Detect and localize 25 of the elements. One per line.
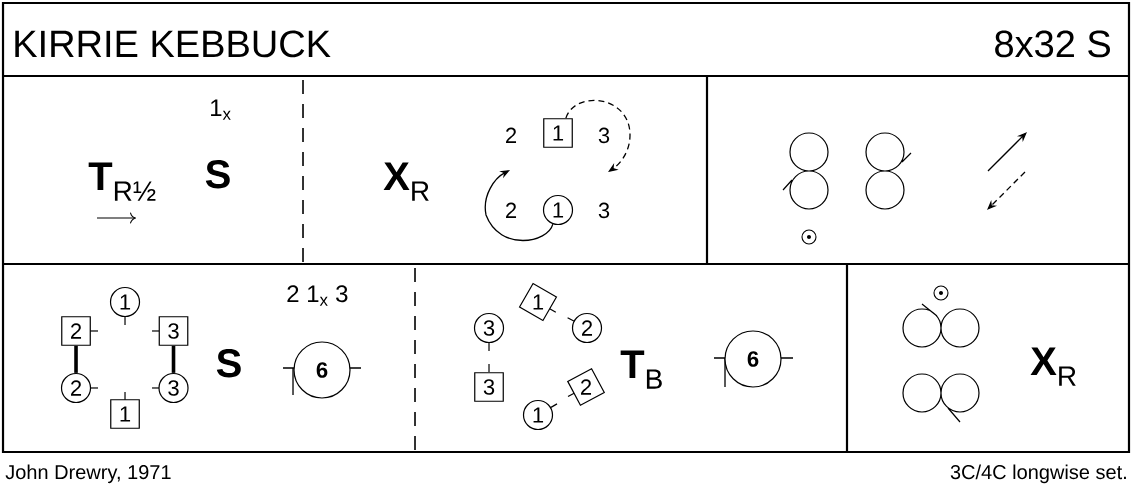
curved-arrow <box>484 170 554 242</box>
hand-line <box>74 345 78 373</box>
set-note: 3C/4C longwise set. <box>950 464 1126 484</box>
dancer-number: 2 <box>506 202 516 218</box>
dancer-box: 1 <box>110 399 140 429</box>
dancer-box: 2 <box>61 316 91 346</box>
figure-notation: S <box>205 160 230 189</box>
dancer-box: 3 <box>158 316 189 346</box>
figure-notation: T$_{R½}$ <box>88 162 156 201</box>
dancer-number: 3 <box>598 127 610 144</box>
dancer-box: 3 <box>474 372 504 402</box>
author-credit: John Drewry, 1971 <box>5 464 171 484</box>
figure-notation: X$_{R}$ <box>383 162 429 201</box>
format-label: 8x32 S <box>995 30 1110 58</box>
curved-arrow <box>565 99 631 172</box>
dancer-number: 3 <box>598 202 610 219</box>
title: KIRRIE KEBBUCK <box>15 30 331 58</box>
figure-notation: T$_{B}$ <box>620 350 662 389</box>
dancer-box: 1 <box>543 118 573 148</box>
figure-notation: X$_{R}$ <box>1030 347 1076 386</box>
figure-notation: S <box>216 349 241 378</box>
hand-line <box>171 345 176 373</box>
dancer-number: 2 <box>506 127 516 143</box>
repeat-note: 1$_{x}$ <box>211 99 231 120</box>
position-note: 2 1$_{x}$ 3 <box>287 285 348 306</box>
